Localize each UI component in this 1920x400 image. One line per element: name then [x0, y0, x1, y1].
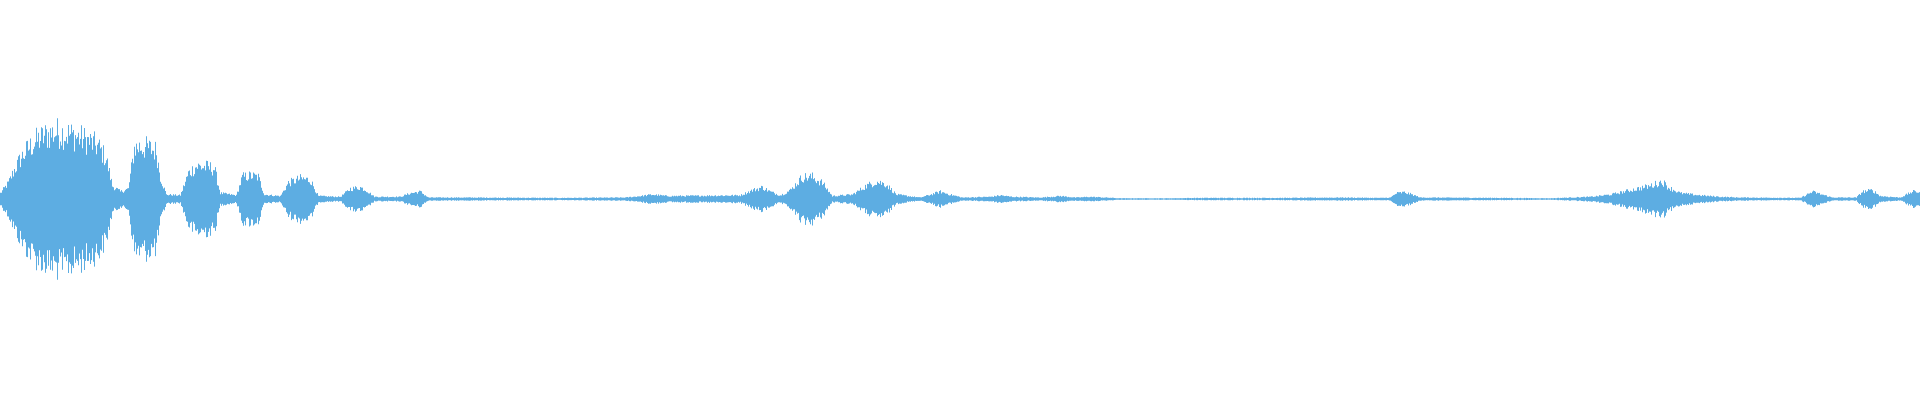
waveform-bars: [0, 118, 1920, 280]
waveform-path: [0, 118, 1920, 280]
